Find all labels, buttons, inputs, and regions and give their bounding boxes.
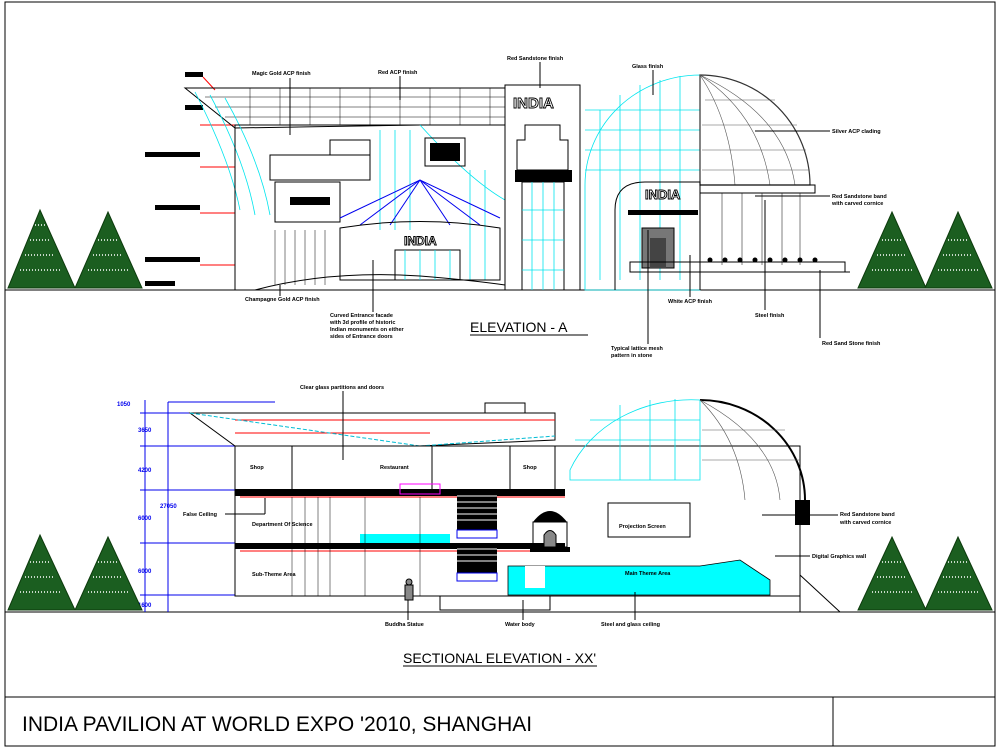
label-magic-gold: Magic Gold ACP finish — [252, 71, 311, 77]
label-buddha: Buddha Statue — [385, 622, 424, 628]
dimension-1050: 1050 — [117, 402, 131, 408]
dimension-chain: 1050 3650 4200 27050 6000 6000 1600 — [117, 400, 275, 612]
dimension-6000: 6000 — [138, 516, 152, 522]
elevation-a-title: ELEVATION - A — [470, 319, 568, 335]
tree-icon — [924, 535, 993, 611]
label-band: Red Sandstone band — [832, 194, 887, 200]
label-restaurant: Restaurant — [380, 465, 409, 471]
tree-icon — [924, 210, 993, 289]
left-block: INDIA — [183, 87, 506, 291]
sectional-elevation-title: SECTIONAL ELEVATION - XX' — [403, 650, 596, 666]
section-building — [188, 399, 841, 613]
label-steel-glass: Steel and glass ceiling — [601, 622, 660, 628]
staircase — [456, 490, 498, 582]
label-projection: Projection Screen — [619, 524, 666, 530]
label-curved: with 3d profile of historic — [329, 320, 395, 326]
label-steel: Steel finish — [755, 313, 785, 319]
label-champagne: Champagne Gold ACP finish — [245, 297, 320, 303]
dimension-3650: 3650 — [138, 428, 152, 434]
label-red-sandstone: Red Sandstone finish — [507, 56, 564, 62]
label-red-acp: Red ACP finish — [378, 70, 418, 76]
label-silver-acp: Silver ACP clading — [832, 129, 881, 135]
label-sub-theme: Sub-Theme Area — [252, 572, 296, 578]
label-clear-glass: Clear glass partitions and doors — [300, 385, 384, 391]
label-curved: sides of Entrance doors — [330, 334, 393, 340]
label-digital: Digital Graphics wall — [812, 554, 867, 560]
label-curved: Indian monuments on either — [330, 327, 405, 333]
dimension-4200: 4200 — [138, 468, 152, 474]
label-science: Department Of Science — [252, 522, 313, 528]
label-lattice: Typical lattice mesh — [611, 346, 664, 352]
label-lattice: pattern in stone — [611, 353, 652, 359]
label-shop-right: Shop — [523, 465, 537, 471]
label-false-ceiling: False Ceiling — [183, 512, 217, 518]
label-band: Red Sandstone band — [840, 512, 895, 518]
entrance-canopy: INDIA — [339, 179, 501, 281]
sheet-title: INDIA PAVILION AT WORLD EXPO '2010, SHAN… — [22, 713, 532, 736]
tree-icon — [857, 210, 927, 289]
chhatri — [530, 511, 570, 552]
tree-icon — [7, 208, 76, 289]
label-main-theme: Main Theme Area — [625, 571, 671, 577]
label-band: with carved cornice — [839, 520, 891, 526]
entrance-signage: INDIA — [404, 234, 437, 248]
sectional-elevation: 1050 3650 4200 27050 6000 6000 1600 — [5, 385, 995, 667]
dimension-27050: 27050 — [160, 504, 177, 510]
dimension-6000: 6000 — [138, 569, 152, 575]
dome-signage: INDIA — [645, 187, 681, 202]
label-curved: Curved Entrance facade — [330, 313, 393, 319]
label-white-acp: White ACP finish — [668, 299, 713, 305]
label-band: with carved cornice — [831, 201, 883, 207]
label-water: Water body — [505, 622, 536, 628]
sheet-frame — [4, 1, 996, 747]
tree-icon — [7, 533, 76, 611]
elevation-a: INDIA INDIA — [5, 56, 995, 359]
leader-lines — [225, 391, 838, 620]
leader-lines — [279, 62, 830, 344]
tree-icon — [857, 535, 927, 611]
dimension-1600: 1600 — [138, 603, 152, 609]
tree-icon — [74, 210, 143, 289]
label-shop-left: Shop — [250, 465, 264, 471]
tree-icon — [74, 535, 143, 611]
dome: INDIA — [584, 74, 850, 291]
tower-signage: INDIA — [513, 95, 554, 112]
label-red-sand-stone: Red Sand Stone finish — [822, 341, 881, 347]
label-glass: Glass finish — [632, 64, 664, 70]
level-markers — [145, 72, 235, 286]
india-tower: INDIA — [504, 84, 581, 291]
